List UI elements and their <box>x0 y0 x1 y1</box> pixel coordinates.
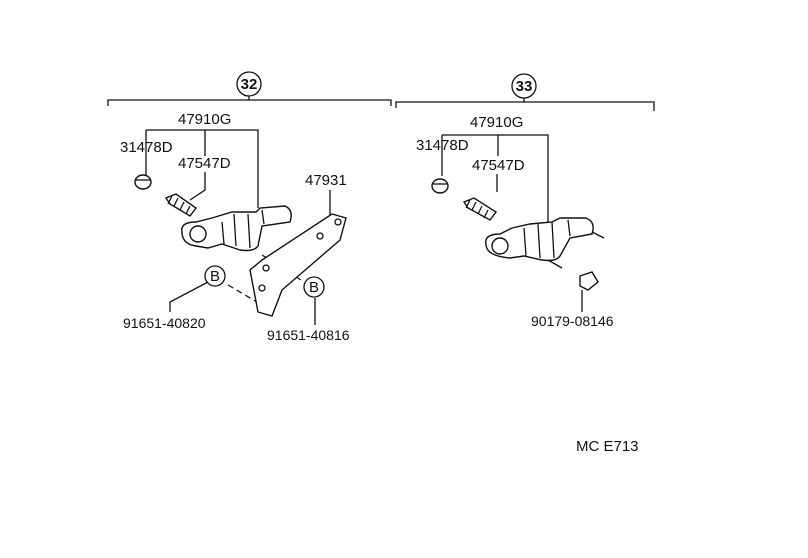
g32-assembly-leader <box>146 129 259 208</box>
figure-code: MC E713 <box>576 438 639 455</box>
g32-valve-label: 47547D <box>178 155 231 172</box>
g32-callout-b-right-letter: B <box>309 279 319 296</box>
g33-assembly-label: 47910G <box>470 114 523 131</box>
g32-bracket-label: 47931 <box>305 172 347 189</box>
g33-nut-part <box>579 271 599 291</box>
group-32-bracket-line <box>107 96 392 106</box>
g32-assembly-part <box>181 205 292 252</box>
g32-bracket-part <box>249 213 347 317</box>
g32-callout-b-right <box>303 276 325 298</box>
g33-nut-label: 90179-08146 <box>531 313 614 329</box>
group-33-bracket-line <box>395 98 655 111</box>
g32-valve-leader <box>189 172 206 201</box>
g33-assembly-part <box>485 217 605 269</box>
g32-valve-part <box>164 193 197 217</box>
group-32-number: 32 <box>241 76 258 93</box>
g33-valve-part <box>462 197 498 221</box>
group-33-header: 33 <box>395 73 655 111</box>
group-32-header: 32 <box>107 71 392 106</box>
g32-cap-part <box>134 174 152 190</box>
g32-assembly-label: 47910G <box>178 111 231 128</box>
g33-valve-label: 47547D <box>472 157 525 174</box>
g32-bolt-left-leader <box>169 281 209 312</box>
g32-callout-b-left <box>204 265 226 287</box>
g32-bolt-right-label: 91651-40816 <box>267 327 350 343</box>
g32-bolt-left-label: 91651-40820 <box>123 315 206 331</box>
g32-callout-b-left-letter: B <box>210 268 220 285</box>
g33-cap-part <box>431 178 449 194</box>
g33-assembly-leader <box>442 134 549 222</box>
group-33-number: 33 <box>516 78 533 95</box>
